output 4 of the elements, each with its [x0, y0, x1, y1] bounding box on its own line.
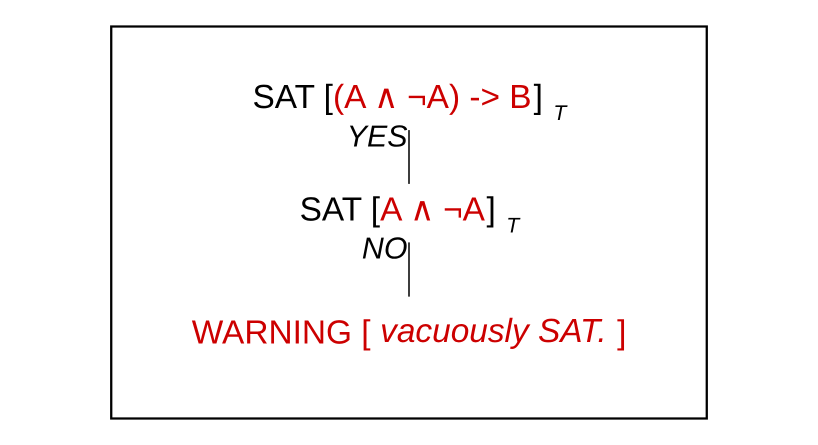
node-text: WARNING [vacuously SAT.]	[192, 312, 626, 352]
connector	[408, 130, 410, 184]
connector	[408, 242, 410, 297]
cluster	[110, 25, 708, 420]
